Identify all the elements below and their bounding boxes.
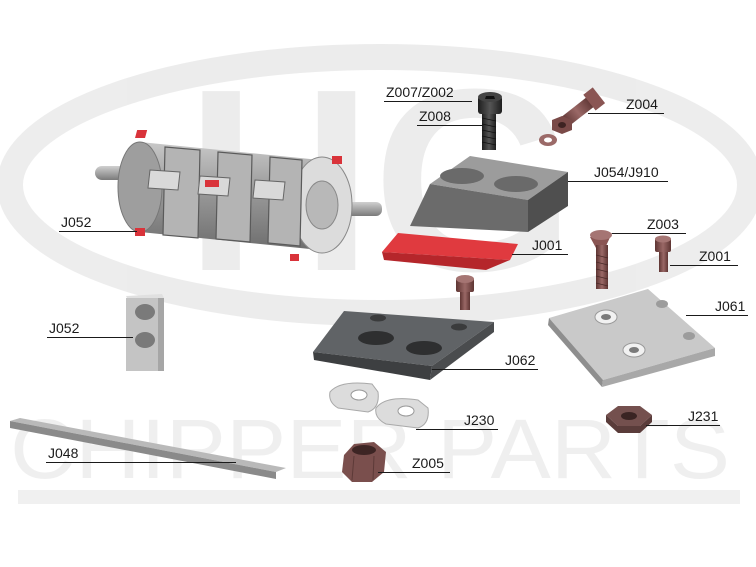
plate-j061 (548, 289, 715, 387)
hex-nut-z005 (342, 442, 386, 482)
hex-nut-j231 (606, 406, 652, 433)
leader-j048 (46, 462, 236, 463)
label-z007-z002: Z007/Z002 (386, 84, 454, 100)
plate-j062 (313, 311, 494, 380)
bracket-j230 (329, 382, 429, 429)
label-z001: Z001 (699, 248, 731, 264)
leader-z005 (378, 472, 450, 473)
leader-j001 (512, 254, 568, 255)
counter-block-j054 (410, 156, 568, 232)
label-j052-rotor: J052 (61, 214, 92, 230)
strip-j048 (10, 418, 286, 479)
label-j048: J048 (48, 445, 79, 461)
leader-j054-j910 (568, 181, 668, 182)
blade-j001 (382, 233, 518, 270)
label-z008: Z008 (419, 108, 451, 124)
leader-j052-block (47, 337, 133, 338)
leader-j062 (432, 369, 538, 370)
leader-j230 (416, 429, 498, 430)
leader-z004 (588, 113, 664, 114)
label-j230: J230 (464, 412, 495, 428)
label-j054-j910: J054/J910 (594, 164, 659, 180)
leader-z001 (670, 265, 738, 266)
rotor-drum (95, 130, 382, 261)
socket-bolt-z007 (478, 92, 502, 150)
label-z005: Z005 (412, 455, 444, 471)
leader-z007-z002 (384, 101, 472, 102)
leader-z003 (612, 233, 686, 234)
label-j061: J061 (715, 298, 746, 314)
hex-bolt-z004 (539, 87, 606, 146)
label-j001: J001 (532, 237, 563, 253)
watermark-bar (18, 490, 740, 504)
label-z003: Z003 (647, 216, 679, 232)
leader-z008 (417, 125, 483, 126)
label-j062: J062 (505, 352, 536, 368)
socket-screw-small (456, 275, 474, 310)
socket-screw-z001 (655, 235, 671, 272)
countersunk-bolt-z003 (590, 230, 612, 289)
leader-j052-rotor (59, 231, 137, 232)
block-j052 (126, 294, 164, 371)
leader-j061 (686, 315, 748, 316)
leader-j231 (646, 425, 720, 426)
label-z004: Z004 (626, 96, 658, 112)
label-j052-block: J052 (49, 320, 80, 336)
label-j231: J231 (688, 408, 719, 424)
